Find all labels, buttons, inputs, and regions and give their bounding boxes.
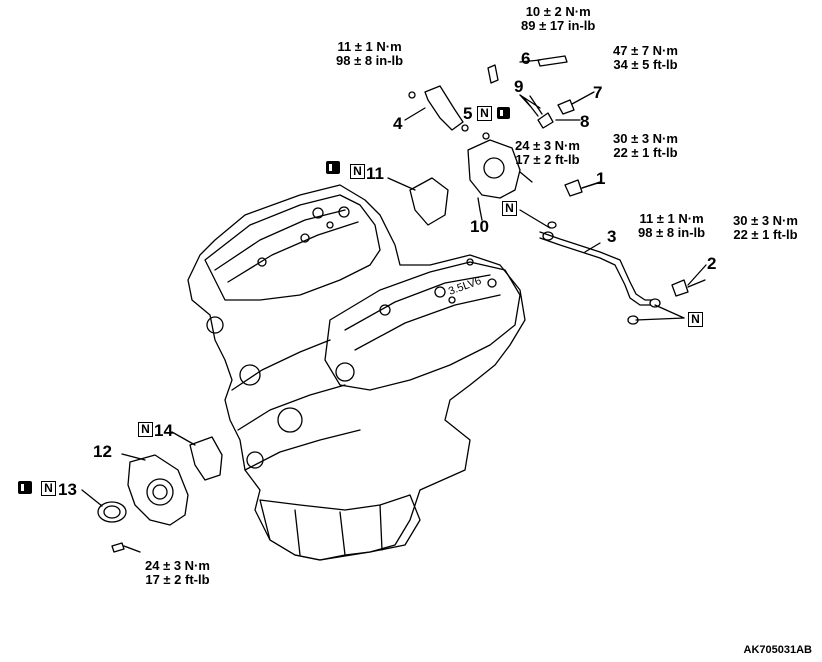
housing-10 bbox=[467, 139, 521, 199]
torque-label-6: 10 ± 2 N·m 89 ± 17 in-lb bbox=[521, 5, 595, 33]
new-part-mark: N bbox=[477, 106, 492, 121]
callout-12: 12 bbox=[93, 442, 112, 461]
callout-9: 9 bbox=[514, 77, 524, 96]
torque-imperial: 98 ± 8 in-lb bbox=[638, 225, 706, 240]
new-part-mark: N bbox=[688, 312, 703, 327]
pipe-3 bbox=[539, 237, 651, 306]
gasket-11 bbox=[409, 177, 449, 226]
torque-nm: 11 ± 1 N·m bbox=[337, 39, 402, 54]
torque-label-4: 11 ± 1 N·m 98 ± 8 in-lb bbox=[336, 40, 403, 68]
torque-nm: 24 ± 3 N·m bbox=[145, 558, 210, 573]
torque-label-12: 24 ± 3 N·m 17 ± 2 ft-lb bbox=[145, 559, 210, 587]
oil-seal-13 bbox=[97, 501, 127, 523]
torque-imperial: 34 ± 5 ft-lb bbox=[613, 57, 678, 72]
new-part-mark: N bbox=[138, 422, 153, 437]
new-part-mark: N bbox=[41, 481, 56, 496]
torque-label-3: 11 ± 1 N·m 98 ± 8 in-lb bbox=[638, 212, 705, 240]
sensor-6 bbox=[487, 64, 499, 84]
apply-icon-5 bbox=[497, 107, 510, 119]
torque-label-10: 24 ± 3 N·m 17 ± 2 ft-lb bbox=[515, 139, 580, 167]
valve-4 bbox=[424, 85, 464, 131]
torque-imperial: 17 ± 2 ft-lb bbox=[515, 152, 580, 167]
torque-imperial: 22 ± 1 ft-lb bbox=[733, 227, 798, 242]
torque-label-7: 47 ± 7 N·m 34 ± 5 ft-lb bbox=[613, 44, 678, 72]
torque-label-2: 30 ± 3 N·m 22 ± 1 ft-lb bbox=[733, 214, 798, 242]
callout-10: 10 bbox=[470, 217, 489, 236]
apply-icon-13 bbox=[18, 481, 32, 494]
figure-code: AK705031AB bbox=[743, 644, 812, 656]
callout-8: 8 bbox=[580, 112, 590, 131]
callout-1: 1 bbox=[596, 169, 606, 188]
apply-icon-11 bbox=[326, 161, 340, 174]
torque-nm: 10 ± 2 N·m bbox=[525, 4, 591, 19]
torque-nm: 24 ± 3 N·m bbox=[515, 138, 580, 153]
oil-pan bbox=[259, 494, 421, 561]
torque-imperial: 98 ± 8 in-lb bbox=[336, 53, 404, 68]
torque-nm: 11 ± 1 N·m bbox=[639, 211, 704, 226]
front-case-12 bbox=[127, 454, 189, 526]
torque-imperial: 17 ± 2 ft-lb bbox=[145, 572, 210, 587]
left-cylinder-head bbox=[204, 194, 381, 301]
callout-7: 7 bbox=[593, 83, 603, 102]
torque-imperial: 89 ± 17 in-lb bbox=[521, 18, 596, 33]
torque-nm: 30 ± 3 N·m bbox=[733, 213, 798, 228]
new-part-mark: N bbox=[350, 164, 365, 179]
callout-3: 3 bbox=[607, 227, 617, 246]
callout-2: 2 bbox=[707, 254, 717, 273]
callout-6: 6 bbox=[521, 49, 531, 68]
torque-label-1: 30 ± 3 N·m 22 ± 1 ft-lb bbox=[613, 132, 678, 160]
gasket-14 bbox=[189, 436, 223, 481]
callout-4: 4 bbox=[393, 114, 403, 133]
callout-5: 5 bbox=[463, 104, 473, 123]
svg-text:3.5LV6: 3.5LV6 bbox=[447, 275, 483, 298]
callout-14: 14 bbox=[154, 421, 173, 440]
torque-imperial: 22 ± 1 ft-lb bbox=[613, 145, 678, 160]
new-part-mark: N bbox=[502, 201, 517, 216]
callout-11: 11 bbox=[366, 164, 384, 183]
right-cylinder-head bbox=[324, 261, 521, 391]
callout-13: 13 bbox=[58, 480, 77, 499]
engine-block bbox=[187, 184, 526, 561]
torque-nm: 47 ± 7 N·m bbox=[613, 43, 678, 58]
torque-nm: 30 ± 3 N·m bbox=[613, 131, 678, 146]
